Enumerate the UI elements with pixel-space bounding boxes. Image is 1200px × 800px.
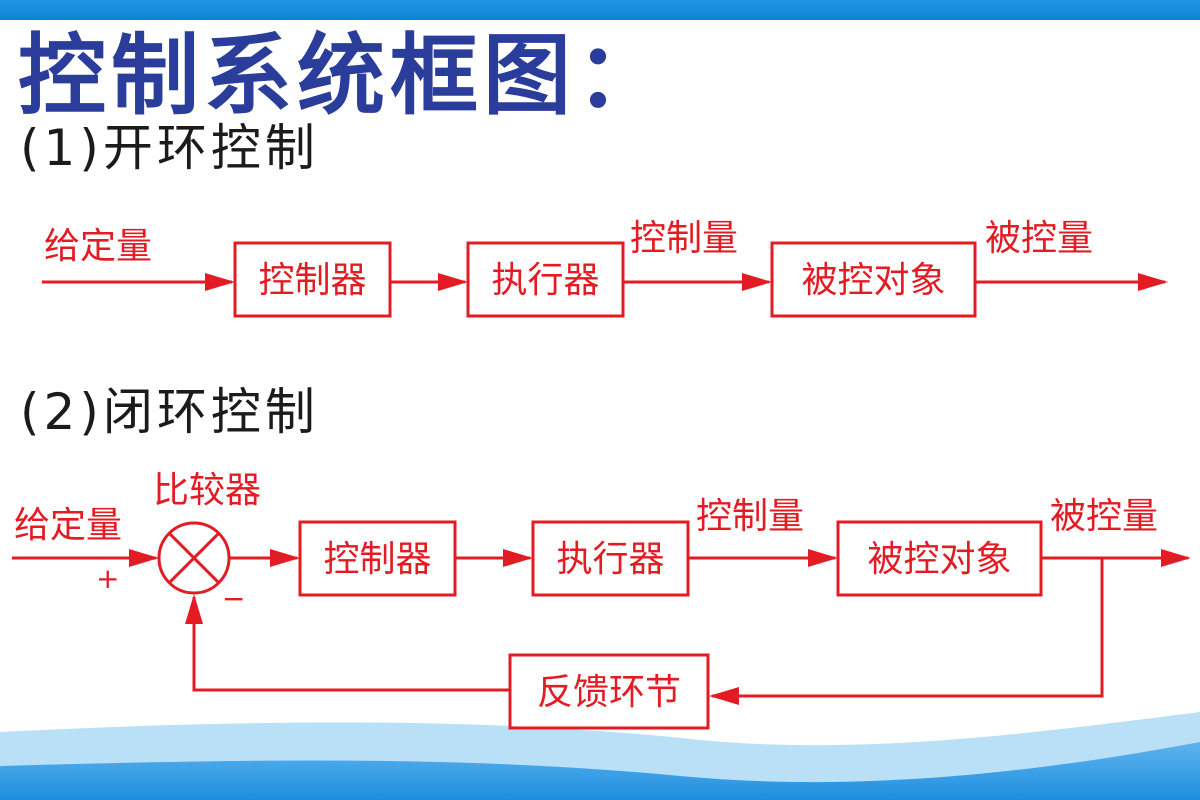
closed-loop-output-label: 被控量 [1050,496,1158,537]
page-title: 控制系统框图： [18,24,670,127]
bottom-wave-decoration [0,712,1200,800]
closed-loop-input-label: 给定量 [14,505,122,546]
open-loop-actuator-label: 执行器 [491,260,599,301]
feedback-return-line [185,594,510,692]
open-loop-plant-block [770,241,977,318]
comparator-label: 比较器 [153,470,261,511]
comparator-minus-sign: − [222,582,245,615]
closed-loop-controller-label: 控制器 [323,539,431,580]
open-loop-control-signal-label: 控制量 [630,218,738,259]
open-loop-input-label: 给定量 [44,226,152,267]
closed-loop-heading: (2)闭环控制 [20,383,319,441]
comparator-cross-b [168,532,220,584]
diagram-shapes [12,241,1191,730]
closed-loop-control-signal-label: 控制量 [696,496,804,537]
closed-loop-plant-label: 被控对象 [867,539,1011,580]
closed-loop-actuator-label: 执行器 [556,539,664,580]
open-loop-actuator-block [466,241,625,318]
open-loop-controller-label: 控制器 [258,260,366,301]
open-loop-controller-block [233,241,392,318]
feedback-block-label: 反馈环节 [537,672,681,713]
feedback-pickoff-line [709,558,1104,705]
open-loop-plant-label: 被控对象 [801,260,945,301]
open-loop-output-label: 被控量 [985,218,1093,259]
top-stripe [0,0,1200,20]
comparator-plus-sign: + [96,562,119,595]
open-loop-heading: (1)开环控制 [20,119,319,177]
wave-dark [0,742,1200,800]
